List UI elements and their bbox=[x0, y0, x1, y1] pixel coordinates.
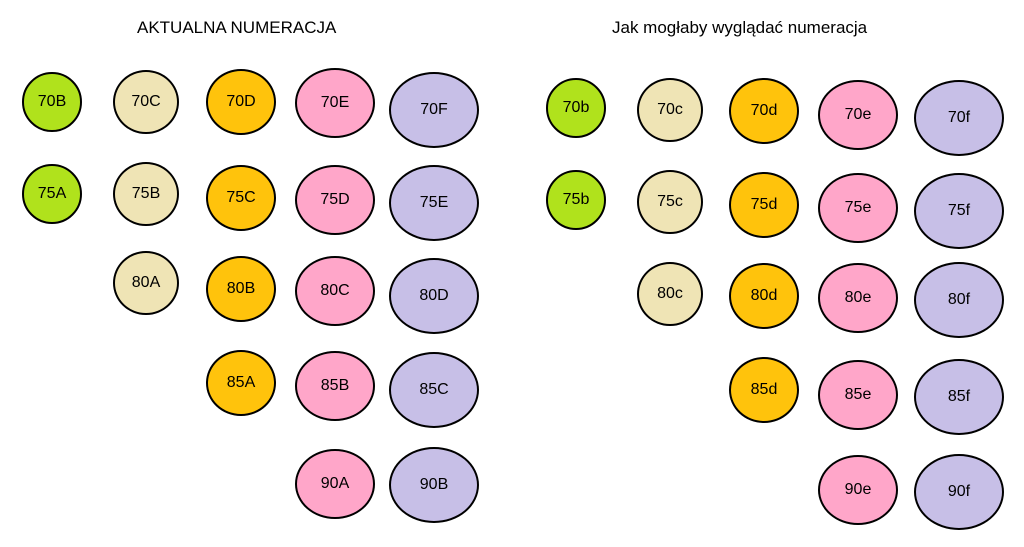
size-circle-75b: 75b bbox=[546, 170, 606, 230]
size-circle-75e: 75e bbox=[818, 173, 898, 243]
size-circle-70D: 70D bbox=[206, 69, 276, 135]
size-circle-75c: 75c bbox=[637, 170, 703, 234]
size-circle-75E: 75E bbox=[389, 165, 479, 241]
size-circle-80c: 80c bbox=[637, 262, 703, 326]
size-circle-85C: 85C bbox=[389, 352, 479, 428]
size-circle-80A: 80A bbox=[113, 251, 179, 315]
size-circle-90f: 90f bbox=[914, 454, 1004, 530]
size-circle-75B: 75B bbox=[113, 162, 179, 226]
size-circle-80f: 80f bbox=[914, 262, 1004, 338]
size-circle-75D: 75D bbox=[295, 165, 375, 235]
size-circle-85B: 85B bbox=[295, 351, 375, 421]
size-circle-85d: 85d bbox=[729, 357, 799, 423]
size-circle-70C: 70C bbox=[113, 70, 179, 134]
size-circle-85e: 85e bbox=[818, 360, 898, 430]
size-circle-85A: 85A bbox=[206, 350, 276, 416]
size-circle-70e: 70e bbox=[818, 80, 898, 150]
size-circle-80e: 80e bbox=[818, 263, 898, 333]
size-circle-90B: 90B bbox=[389, 447, 479, 523]
size-circle-70F: 70F bbox=[389, 72, 479, 148]
size-circle-80d: 80d bbox=[729, 263, 799, 329]
size-circle-70d: 70d bbox=[729, 78, 799, 144]
size-circle-75f: 75f bbox=[914, 173, 1004, 249]
size-circle-80D: 80D bbox=[389, 258, 479, 334]
size-circle-70b: 70b bbox=[546, 78, 606, 138]
size-circle-70B: 70B bbox=[22, 72, 82, 132]
size-circle-75d: 75d bbox=[729, 172, 799, 238]
size-circle-85f: 85f bbox=[914, 359, 1004, 435]
size-circle-75C: 75C bbox=[206, 165, 276, 231]
size-circle-80C: 80C bbox=[295, 256, 375, 326]
size-circle-75A: 75A bbox=[22, 164, 82, 224]
size-circle-90e: 90e bbox=[818, 455, 898, 525]
size-circle-70E: 70E bbox=[295, 68, 375, 138]
left-panel-title: AKTUALNA NUMERACJA bbox=[137, 18, 337, 37]
size-circle-80B: 80B bbox=[206, 256, 276, 322]
size-circle-90A: 90A bbox=[295, 449, 375, 519]
size-circle-70f: 70f bbox=[914, 80, 1004, 156]
right-panel-title: Jak mogłaby wyglądać numeracja bbox=[612, 18, 868, 37]
size-circle-70c: 70c bbox=[637, 78, 703, 142]
